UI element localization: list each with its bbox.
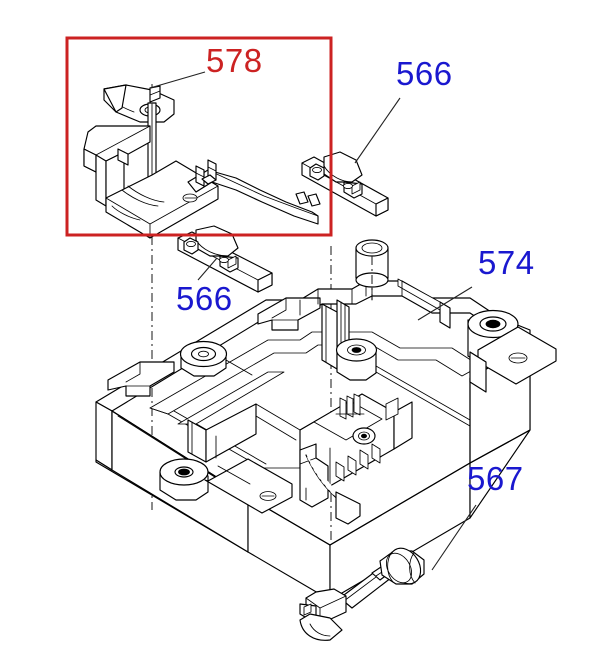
part-574-main-tray-chassis: [95, 239, 557, 601]
rim-clip-left: [107, 361, 175, 397]
callout-578: 578: [206, 42, 263, 79]
578-highlight-box: [65, 36, 333, 237]
boss-right-tower: [439, 301, 557, 393]
leader-566-top: [354, 97, 401, 164]
boss-mid-left-top: [179, 340, 228, 377]
leader-lines: [149, 71, 477, 571]
callout-567: 567: [467, 460, 524, 497]
gear-sector-arc: [299, 443, 361, 525]
part-567-shaft-roller-assembly: [299, 547, 425, 641]
leader-578: [149, 71, 206, 89]
leader-574: [417, 286, 473, 321]
rim-clip-mid: [257, 297, 321, 331]
part-578-sensor-bracket: [83, 84, 321, 239]
internal-partition-left: [187, 403, 257, 463]
callout-574: 574: [478, 244, 535, 281]
internal-mechanism-block: [299, 393, 413, 487]
leader-566-lower: [197, 257, 218, 281]
leader-567: [431, 504, 477, 571]
callout-566-top: 566: [396, 55, 453, 92]
part-566-clip-upper: [301, 151, 389, 217]
boss-column-base: [335, 338, 378, 381]
callout-566-lower: 566: [176, 280, 233, 317]
boss-left-front: [159, 458, 209, 501]
